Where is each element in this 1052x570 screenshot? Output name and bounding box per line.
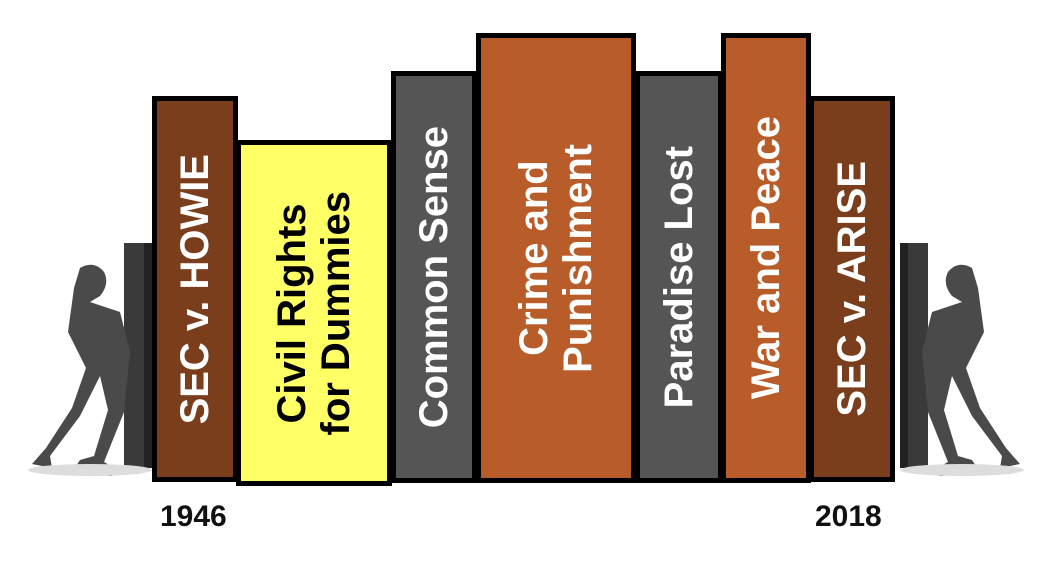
left-bookend-figure-icon bbox=[28, 243, 152, 476]
book-title: SEC v. HOWIE bbox=[173, 153, 217, 425]
book-paradise-lost: Paradise Lost bbox=[635, 71, 723, 483]
book-title: Common Sense bbox=[412, 125, 456, 429]
book-title: War and Peace bbox=[744, 116, 788, 400]
book-title: Paradise Lost bbox=[657, 145, 701, 409]
book-sec-v-howie: SEC v. HOWIE bbox=[152, 96, 238, 482]
book-title: Crime and Punishment bbox=[512, 143, 600, 373]
book-sec-v-arise: SEC v. ARISE bbox=[809, 96, 895, 482]
book-title: SEC v. ARISE bbox=[830, 161, 874, 417]
year-end-label: 2018 bbox=[815, 500, 882, 533]
book-war-and-peace: War and Peace bbox=[721, 33, 811, 483]
book-civil-rights-for-dummies: Civil Rights for Dummies bbox=[236, 140, 392, 486]
right-bookend-figure-icon bbox=[900, 243, 1024, 476]
book-crime-and-punishment: Crime and Punishment bbox=[476, 33, 636, 483]
book-title: Civil Rights for Dummies bbox=[270, 190, 358, 436]
year-start-label: 1946 bbox=[160, 500, 227, 533]
book-common-sense: Common Sense bbox=[391, 71, 477, 483]
